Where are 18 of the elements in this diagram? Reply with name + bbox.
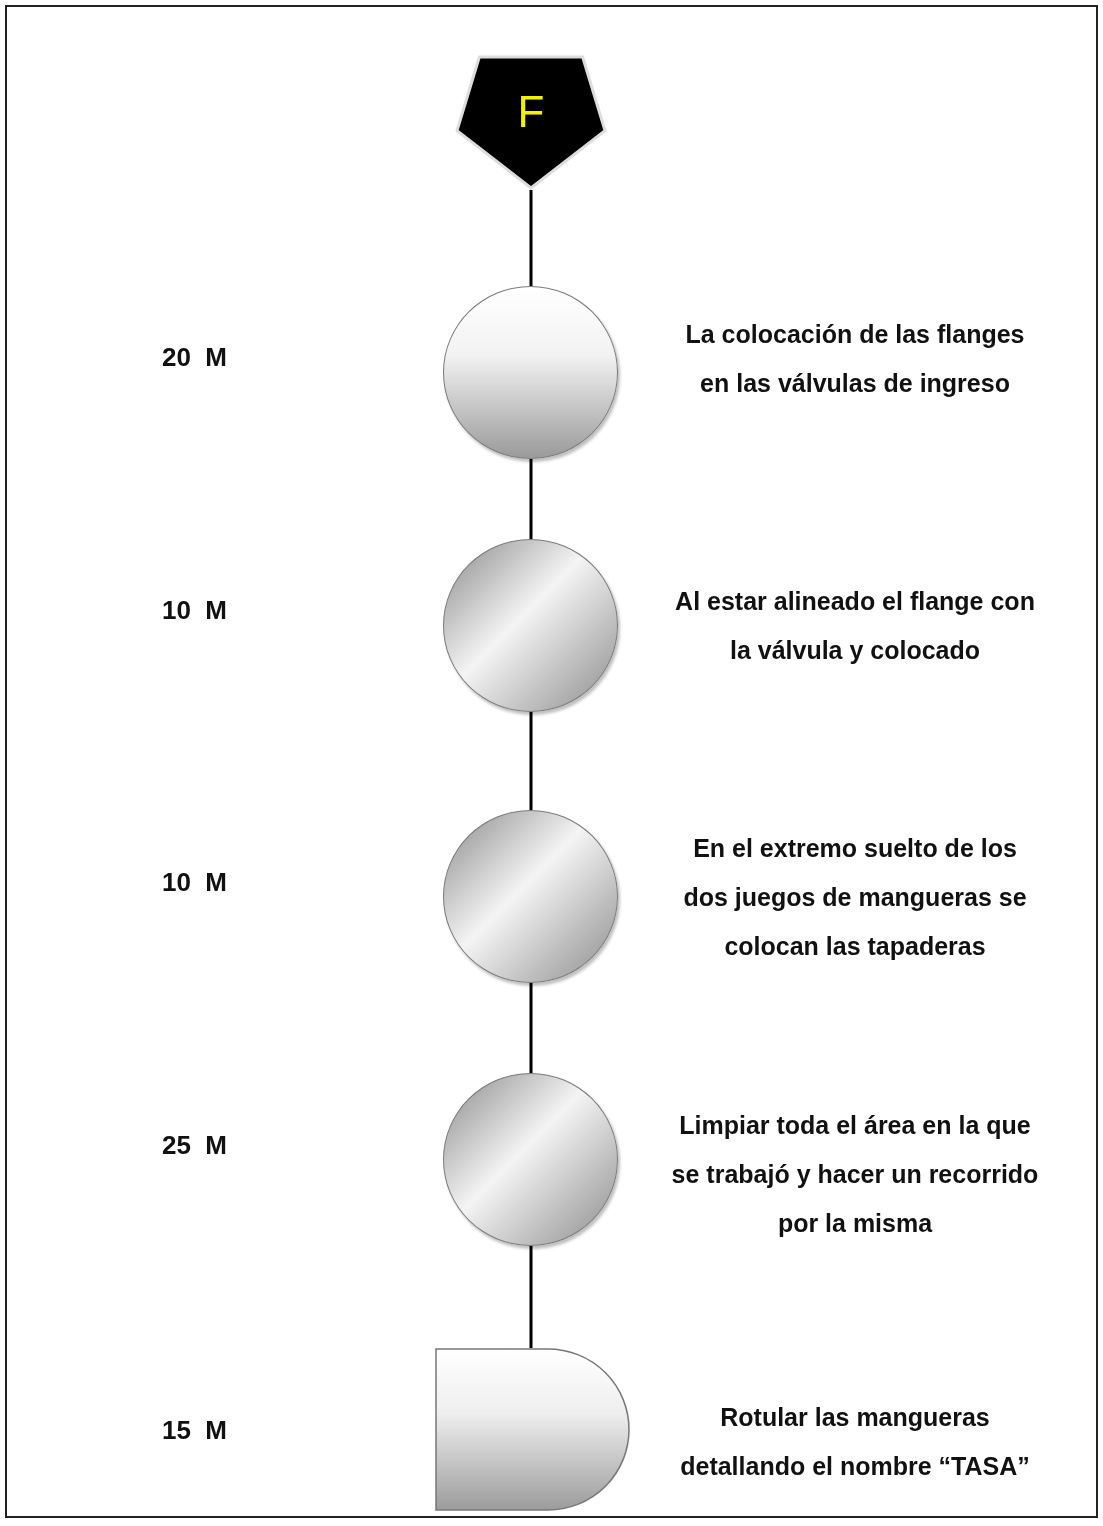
pentagon-shape — [455, 55, 607, 190]
connector-line — [529, 459, 533, 539]
duration-label: 25 M — [162, 1129, 228, 1161]
step-description: Limpiar toda el área en la que se trabajó y hacer un recorrido por la misma — [670, 1109, 1040, 1239]
connector-line — [529, 190, 533, 286]
connector-line — [529, 712, 533, 810]
duration-label: 15 M — [162, 1414, 228, 1446]
step-description: Al estar alineado el flange con la válvula y colocado — [674, 585, 1036, 666]
step-description: La colocación de las flanges en las válvulas de ingreso — [684, 318, 1026, 399]
connector-line — [529, 1246, 533, 1348]
duration-label: 10 M — [162, 866, 228, 898]
duration-label: 10 M — [162, 594, 228, 626]
connector-line — [529, 983, 533, 1073]
step-description: En el extremo suelto de los dos juegos de mangueras se colocan las tapaderas — [682, 832, 1028, 962]
duration-label: 20 M — [162, 341, 228, 373]
step-description: Rotular las mangueras detallando el nombre “TASA” — [679, 1401, 1031, 1482]
pentagon-letter: F — [517, 86, 545, 137]
delay-shape — [435, 1348, 630, 1511]
